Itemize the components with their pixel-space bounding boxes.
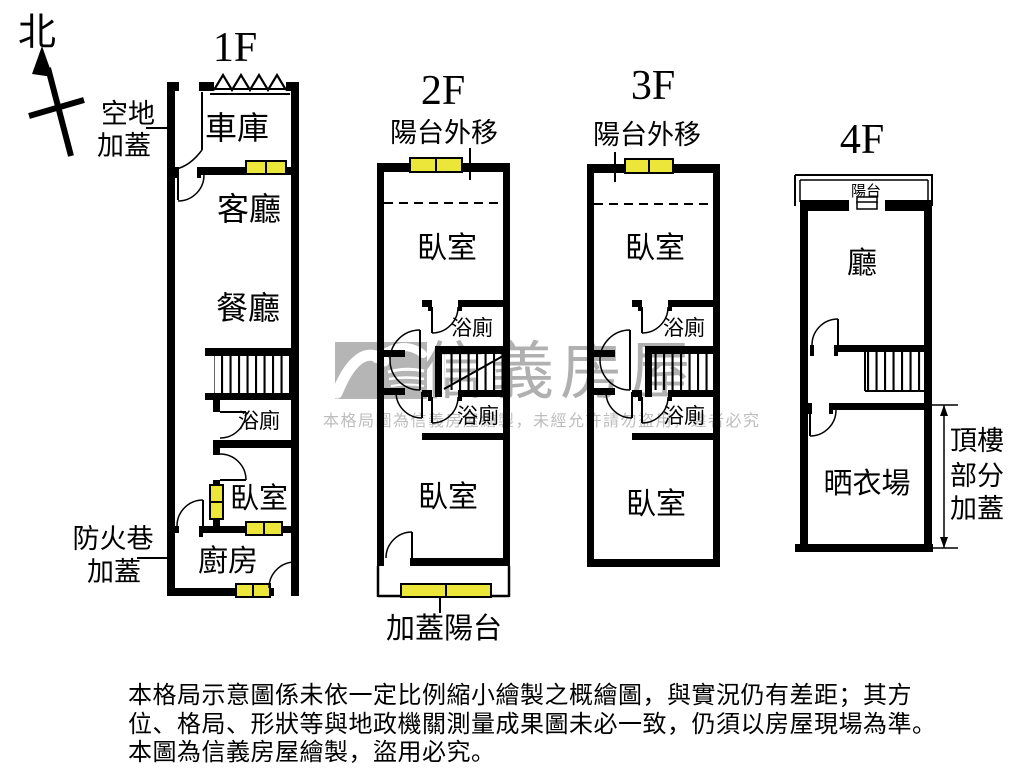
- floor-4f: 4F 陽台 廳: [794, 117, 1004, 552]
- f2-bedroom-rear-door-icon: [395, 391, 423, 419]
- f4-rooftop-line3: 加蓋: [950, 494, 1004, 524]
- f2-bath-front-label: 浴廁: [451, 316, 493, 340]
- compass-arrowhead-icon: [32, 46, 53, 77]
- f2-balcony-note: 陽台外移: [390, 118, 498, 148]
- disclaimer: 本格局示意圖係未依一定比例縮小繪製之概繪圖，與實況仍有差距；其方 位、格局、形狀…: [128, 682, 937, 766]
- f2-bath-rear-door-icon: [431, 396, 459, 424]
- f3-hall-door-icon: [599, 329, 631, 391]
- f3-bath-front-door-icon: [641, 306, 669, 334]
- f4-wall-window: [856, 201, 878, 210]
- f1-window-kitchen: [245, 521, 283, 536]
- f3-bedroom-front-label: 臥室: [625, 232, 685, 265]
- f4-laundry-door-icon: [809, 409, 837, 437]
- f3-bedroom-rear-label: 臥室: [626, 488, 686, 521]
- f1-living-door-icon: [177, 174, 205, 202]
- compass-needle: [45, 67, 74, 157]
- f2-window-front: [409, 157, 463, 173]
- disclaimer-line1: 本格局示意圖係未依一定比例縮小繪製之概繪圖，與實況仍有差距；其方: [128, 682, 912, 709]
- f1-vacant-line1: 空地: [101, 99, 155, 129]
- f3-stairs: [645, 346, 720, 397]
- f2-title: 2F: [421, 68, 465, 114]
- f2-added-balcony: [376, 566, 511, 598]
- f1-firelane-line2: 加蓋: [87, 557, 141, 587]
- f2-hall-door-icon: [389, 329, 421, 391]
- f1-window-bedroom: [209, 484, 224, 520]
- f1-bath-label: 浴廁: [238, 409, 280, 433]
- f4-stairs: [864, 352, 924, 392]
- f2-bedroom-rear-label: 臥室: [418, 481, 478, 514]
- f2-added-balcony-label: 加蓋陽台: [386, 612, 502, 645]
- f1-vacant-annotation: 空地 加蓋: [97, 99, 172, 161]
- north-label: 北: [18, 12, 56, 54]
- f4-title: 4F: [840, 117, 884, 163]
- disclaimer-line2: 位、格局、形狀等與地政機關測量成果圖未必一致，仍須以房屋現場為準。: [128, 711, 937, 738]
- f3-title: 3F: [631, 63, 675, 109]
- floor-1f: 1F 車庫 客廳 餐廳: [73, 25, 299, 598]
- f2-stairs: [435, 346, 510, 397]
- dimension-arrow-down-icon: [940, 537, 948, 548]
- f1-vacant-line2: 加蓋: [97, 131, 151, 161]
- f2-bath-rear-label: 浴廁: [457, 404, 499, 428]
- dimension-arrow-up-icon: [940, 405, 948, 416]
- f4-rooftop-line1: 頂樓: [950, 426, 1004, 456]
- f3-bedroom-rear-door-icon: [605, 391, 633, 419]
- f4-balcony-label: 陽台: [851, 183, 881, 200]
- f3-window-front: [624, 158, 674, 174]
- f3-bath-front-label: 浴廁: [663, 316, 705, 340]
- f3-balcony-note: 陽台外移: [593, 120, 701, 150]
- f3-bath-rear-label: 浴廁: [663, 404, 705, 428]
- compass: 北: [18, 12, 85, 157]
- floor-2f: 2F 陽台外移 臥室 浴廁: [376, 68, 511, 645]
- f1-bedroom-door-icon: [219, 453, 247, 481]
- f1-bedroom-label: 臥室: [230, 482, 288, 515]
- f1-garage-label: 車庫: [205, 110, 269, 146]
- f2-bedroom-front-label: 臥室: [417, 232, 477, 265]
- f1-kitchen-label: 廚房: [198, 545, 258, 578]
- f4-hall-label: 廳: [847, 247, 877, 280]
- f4-laundry-label: 晒衣場: [823, 467, 910, 500]
- f1-bath-door-icon: [219, 411, 247, 439]
- f1-stairs: [205, 348, 299, 400]
- f1-kitchen-door-icon: [176, 499, 204, 527]
- f3-bath-rear-door-icon: [641, 396, 669, 424]
- f4-hall-door-icon: [811, 318, 839, 346]
- f1-dining-label: 餐廳: [216, 290, 280, 326]
- f2-balcony-door-icon: [385, 531, 413, 559]
- f1-window-rear: [235, 583, 271, 598]
- garage-door-icon: [210, 72, 290, 95]
- f1-title: 1F: [213, 25, 257, 71]
- f4-rooftop-dimension: 頂樓 部分 加蓋: [930, 404, 1004, 549]
- f1-living-label: 客廳: [217, 191, 281, 227]
- f1-entry-door-icon: [175, 92, 203, 170]
- f1-window-garage: [245, 160, 287, 175]
- f1-firelane-line1: 防火巷: [73, 524, 154, 554]
- compass-crossbar: [28, 97, 85, 119]
- f4-rooftop-line2: 部分: [950, 461, 1004, 491]
- f1-rear-door-icon: [268, 561, 296, 589]
- f2-bath-front-door-icon: [431, 306, 459, 334]
- disclaimer-line3: 本圖為信義房屋繪製，盜用必究。: [128, 739, 496, 766]
- f1-firelane-annotation: 防火巷 加蓋: [73, 524, 170, 587]
- floor-3f: 3F 陽台外移 臥室 浴廁: [587, 63, 720, 567]
